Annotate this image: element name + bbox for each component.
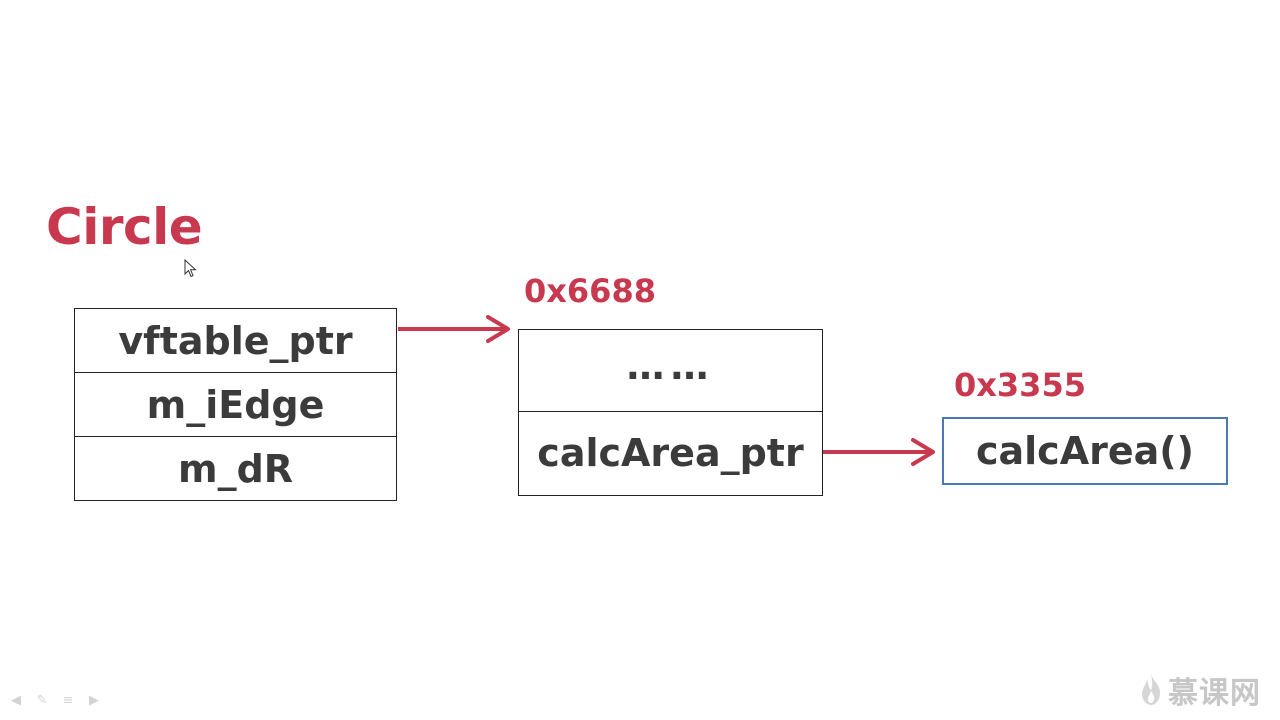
object-memory-layout: vftable_ptr m_iEdge m_dR [74, 308, 397, 501]
vtable-address: 0x6688 [524, 272, 656, 310]
flame-logo-icon [1142, 674, 1160, 705]
watermark-text: 慕课网 [1168, 676, 1261, 711]
field-vftable-ptr: vftable_ptr [75, 309, 396, 373]
pen-icon[interactable]: ✎ [36, 693, 48, 708]
class-title: Circle [46, 198, 203, 256]
slideshow-toolbar: ◀ ✎ ≡ ▶ [8, 694, 102, 708]
menu-icon[interactable]: ≡ [62, 693, 74, 708]
virtual-function-table: …… calcArea_ptr [518, 329, 823, 496]
vtable-entry-ellipsis: …… [519, 330, 822, 412]
field-m-iedge: m_iEdge [75, 373, 396, 437]
previous-slide-icon[interactable]: ◀ [11, 693, 21, 708]
arrow-vftable-to-vtable [398, 315, 510, 343]
next-slide-icon[interactable]: ▶ [89, 693, 99, 708]
mouse-pointer-icon [184, 258, 198, 283]
function-calcarea: calcArea() [942, 417, 1228, 485]
function-address: 0x3355 [954, 366, 1086, 404]
vtable-entry-calcarea-ptr: calcArea_ptr [537, 431, 804, 475]
field-m-dr: m_dR [177, 447, 294, 491]
watermark-logo: 慕课网 [1138, 668, 1261, 712]
arrow-calcarea-ptr-to-function [823, 438, 935, 466]
